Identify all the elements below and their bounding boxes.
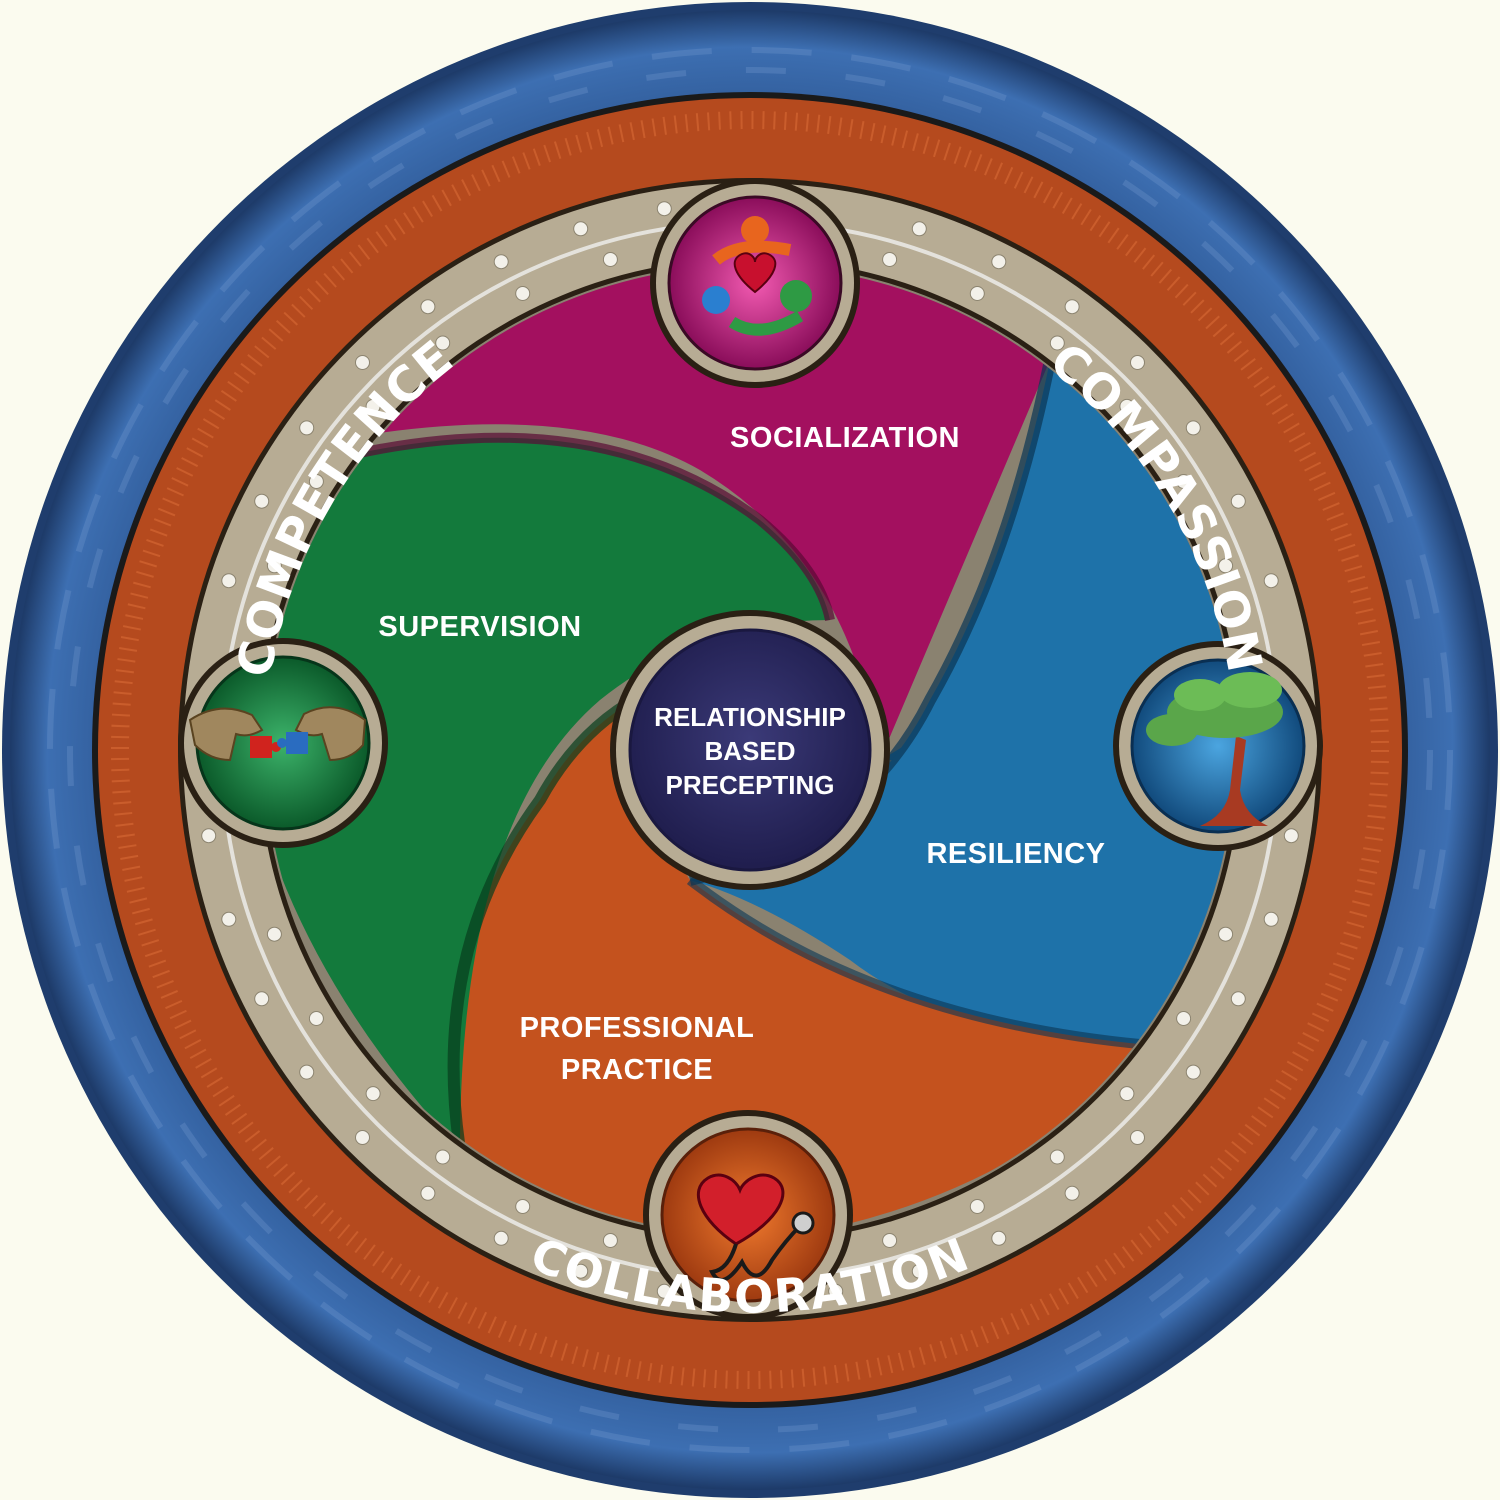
rivet-dot bbox=[435, 335, 451, 351]
people-heart-icon bbox=[650, 178, 860, 388]
rivet-dot bbox=[221, 573, 237, 589]
rivet-dot bbox=[602, 252, 618, 267]
label-practice: PRACTICE bbox=[561, 1054, 713, 1086]
rivet-dot bbox=[365, 398, 381, 414]
rivet-dot bbox=[493, 254, 509, 270]
rivet-dot bbox=[1176, 1011, 1192, 1026]
label-professional: PROFESSIONAL bbox=[520, 1012, 755, 1044]
rivet-dot bbox=[656, 201, 672, 217]
rivet-dot bbox=[911, 1263, 927, 1279]
rivet-dot bbox=[573, 1263, 589, 1279]
puzzle-hands-icon bbox=[178, 638, 388, 848]
rivet-dot bbox=[1119, 1086, 1135, 1102]
rivet-dot bbox=[493, 1230, 509, 1246]
rivet-dot bbox=[515, 286, 531, 301]
segment-supervision bbox=[265, 437, 830, 1150]
tree-icon bbox=[1113, 641, 1323, 851]
rivet-dot bbox=[882, 252, 898, 267]
rivet-dot bbox=[308, 474, 324, 489]
rivet-dot bbox=[1130, 1130, 1145, 1145]
rivet-dot bbox=[1176, 474, 1192, 489]
rivet-dot bbox=[1263, 573, 1279, 589]
rivet-dot bbox=[420, 1185, 436, 1201]
rivet-dot bbox=[299, 420, 315, 436]
rivet-dot bbox=[1218, 558, 1234, 574]
rivet-dot bbox=[299, 1064, 315, 1080]
label-socialization: SOCIALIZATION bbox=[730, 422, 960, 454]
rivet-dot bbox=[1185, 420, 1201, 436]
rivet-dot bbox=[266, 558, 282, 574]
rivet-dot bbox=[1130, 355, 1145, 370]
segment-socialization bbox=[285, 265, 1050, 760]
center-label-line1: RELATIONSHIP bbox=[654, 702, 846, 732]
center-circle bbox=[628, 628, 872, 872]
rivet-dot bbox=[828, 1283, 844, 1299]
rivet-dots bbox=[201, 201, 1299, 1299]
label-resiliency: RESILIENCY bbox=[926, 838, 1105, 870]
rivet-dot bbox=[1218, 926, 1234, 942]
center-label-line3: PRECEPTING bbox=[665, 770, 834, 800]
rivet-dot bbox=[969, 286, 985, 301]
rivet-dot bbox=[1230, 991, 1246, 1007]
segment-resiliency bbox=[690, 360, 1235, 1047]
rivet-dot bbox=[254, 991, 270, 1007]
rivet-dot bbox=[573, 221, 589, 237]
rivet-dot bbox=[882, 1233, 898, 1248]
rivet-dot bbox=[1230, 493, 1246, 509]
label-supervision: SUPERVISION bbox=[378, 611, 581, 643]
orange-band-ticks bbox=[111, 111, 1389, 1389]
rivet-dot bbox=[1064, 299, 1080, 315]
rivet-dot bbox=[991, 1230, 1007, 1246]
outer-ring-wave-pattern bbox=[47, 47, 1453, 1453]
center-label-line2: BASED bbox=[704, 736, 795, 766]
rivet-dot bbox=[1049, 1149, 1065, 1165]
rivet-dot bbox=[911, 221, 927, 237]
rivet-dot bbox=[969, 1199, 985, 1214]
rivet-dot bbox=[1185, 1064, 1201, 1080]
rivet-dot bbox=[1119, 398, 1135, 414]
rivet-dot bbox=[1049, 335, 1065, 351]
rivet-dot bbox=[201, 828, 217, 844]
rivet-dot bbox=[355, 355, 370, 370]
rivet-dot bbox=[420, 299, 436, 315]
rivet-dot bbox=[355, 1130, 370, 1145]
rivet-dot bbox=[1064, 1185, 1080, 1201]
rivet-dot bbox=[515, 1199, 531, 1214]
rivet-dot bbox=[435, 1149, 451, 1165]
heart-stethoscope-icon bbox=[643, 1110, 853, 1320]
rivet-dot bbox=[991, 254, 1007, 270]
rivet-dot bbox=[656, 1283, 672, 1299]
rivet-dot bbox=[602, 1233, 618, 1248]
rivet-dot bbox=[1283, 828, 1299, 844]
rivet-dot bbox=[254, 493, 270, 509]
swirl-segments bbox=[265, 265, 1235, 1235]
rivet-dot bbox=[1263, 911, 1279, 927]
rivet-dot bbox=[365, 1086, 381, 1102]
rivet-dot bbox=[221, 911, 237, 927]
rivet-dot bbox=[266, 926, 282, 942]
rivet-dot bbox=[308, 1011, 324, 1026]
